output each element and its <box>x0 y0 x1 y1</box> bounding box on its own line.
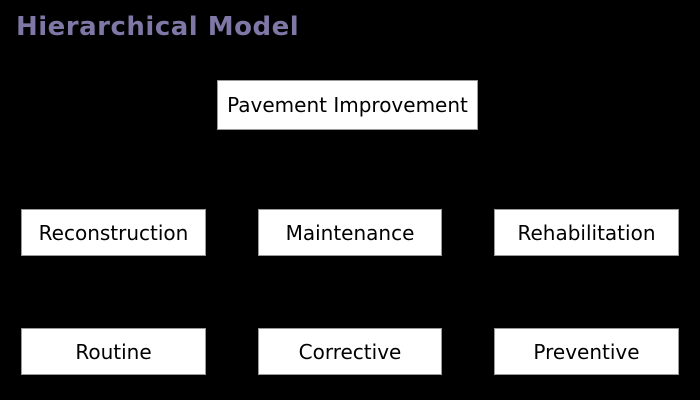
page-title: Hierarchical Model <box>16 12 300 42</box>
node-pavement-improvement: Pavement Improvement <box>217 80 478 130</box>
node-rehabilitation: Rehabilitation <box>494 209 679 256</box>
node-reconstruction: Reconstruction <box>21 209 206 256</box>
node-routine: Routine <box>21 328 206 375</box>
node-maintenance: Maintenance <box>258 209 442 256</box>
node-corrective: Corrective <box>258 328 442 375</box>
node-preventive: Preventive <box>494 328 679 375</box>
